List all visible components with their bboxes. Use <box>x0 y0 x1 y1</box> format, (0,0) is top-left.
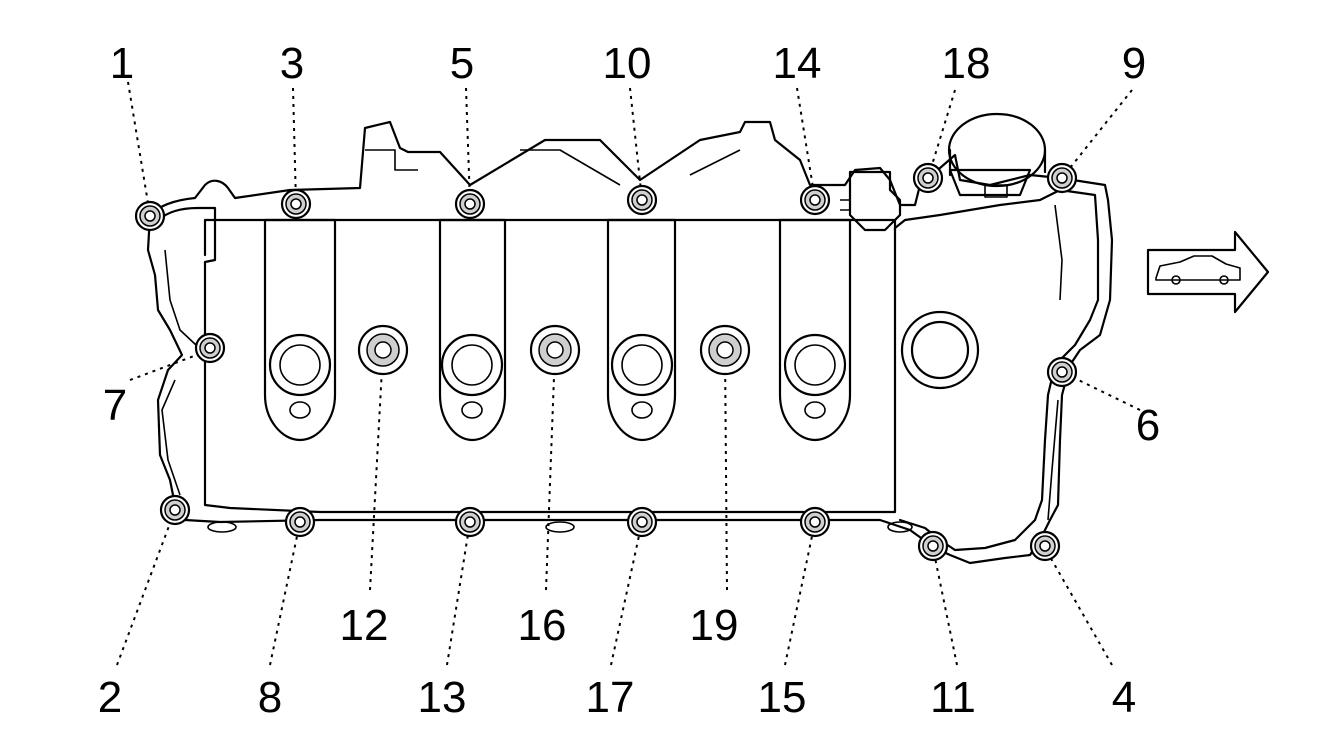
bolt-16 <box>529 324 581 376</box>
callout-label-5: 5 <box>450 39 474 88</box>
bolt-8 <box>284 506 316 538</box>
bolt-19 <box>699 324 751 376</box>
ignition-coil-3 <box>606 218 677 442</box>
bolt-14 <box>799 184 831 216</box>
callout-label-14: 14 <box>773 39 822 88</box>
bolt-15 <box>799 506 831 538</box>
bolt-5 <box>454 188 486 220</box>
callout-label-8: 8 <box>258 673 282 722</box>
bolt-18 <box>912 162 944 194</box>
callout-label-17: 17 <box>586 673 635 722</box>
callout-label-18: 18 <box>942 39 991 88</box>
callout-label-7: 7 <box>103 381 127 430</box>
bolt-12 <box>357 324 409 376</box>
ignition-coil-4 <box>778 218 852 442</box>
callout-label-19: 19 <box>690 601 739 650</box>
bolt-10 <box>626 184 658 216</box>
callout-label-4: 4 <box>1112 673 1136 722</box>
callout-label-3: 3 <box>280 39 304 88</box>
bolt-3 <box>280 188 312 220</box>
callout-label-2: 2 <box>98 673 122 722</box>
bolt-9 <box>1046 162 1078 194</box>
bolt-7 <box>194 332 226 364</box>
ignition-coil-1 <box>263 218 337 442</box>
bolt-2 <box>159 494 191 526</box>
cam-sensor-seal <box>900 310 980 390</box>
bolt-1 <box>134 200 166 232</box>
callout-labels: 1 3 5 10 14 18 9 7 6 12 16 19 2 8 13 17 … <box>98 39 1160 722</box>
callout-label-1: 1 <box>110 39 134 88</box>
bolts <box>134 162 1078 562</box>
callout-label-15: 15 <box>758 673 807 722</box>
bolt-6 <box>1046 356 1078 388</box>
ignition-coils <box>263 218 852 442</box>
leader-lines <box>116 81 1141 666</box>
bolt-17 <box>626 506 658 538</box>
bolt-4 <box>1029 530 1061 562</box>
callout-label-10: 10 <box>603 39 652 88</box>
callout-label-6: 6 <box>1136 401 1160 450</box>
bolt-11 <box>917 530 949 562</box>
callout-label-11: 11 <box>930 673 976 722</box>
ignition-coil-2 <box>438 218 507 442</box>
callout-label-16: 16 <box>518 601 567 650</box>
bolt-13 <box>454 506 486 538</box>
callout-label-9: 9 <box>1122 39 1146 88</box>
callout-label-12: 12 <box>340 601 389 650</box>
callout-label-13: 13 <box>418 673 467 722</box>
pcv-fitting <box>840 170 910 232</box>
front-of-vehicle-arrow-icon <box>1146 230 1270 314</box>
oil-filler-cap <box>947 112 1047 198</box>
